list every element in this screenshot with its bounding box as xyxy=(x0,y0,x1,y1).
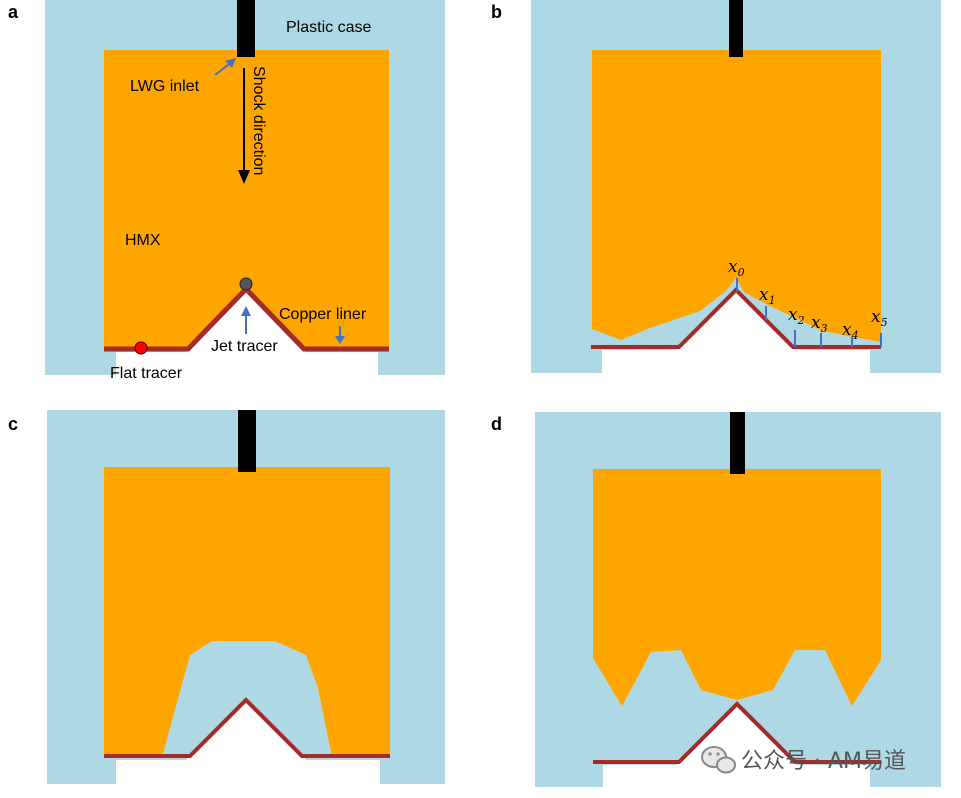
panel-a: a Plastic case LWG inlet Shock direction… xyxy=(8,0,445,382)
shock-direction-label: Shock direction xyxy=(250,66,267,175)
marker-x5-label: x5 xyxy=(871,307,888,329)
lwg-inlet xyxy=(730,412,745,474)
copper-liner xyxy=(593,701,881,764)
hmx-charge xyxy=(104,467,390,757)
lwg-inlet xyxy=(238,410,256,472)
flat-tracer-dot xyxy=(134,341,148,355)
plastic-case-label: Plastic case xyxy=(286,19,371,36)
panel-c-label: c xyxy=(8,414,18,434)
position-markers xyxy=(736,278,882,347)
lwg-inlet-arrowhead xyxy=(225,58,236,68)
lwg-inlet xyxy=(729,0,743,57)
watermark-text: 公众号 · AM易道 xyxy=(741,749,906,774)
flat-tracer-label: Flat tracer xyxy=(110,365,183,382)
marker-x2-label: x2 xyxy=(788,305,805,327)
panel-b-label: b xyxy=(491,2,502,22)
lwg-inlet-label: LWG inlet xyxy=(130,78,200,95)
panel-a-label: a xyxy=(8,2,19,22)
panel-c: c xyxy=(8,410,445,784)
hmx-charge xyxy=(593,469,881,706)
hmx-label: HMX xyxy=(125,232,161,249)
wechat-icon xyxy=(701,746,736,774)
jet-tracer-dot xyxy=(239,277,253,291)
jet-tracer-arrowhead xyxy=(241,306,251,316)
watermark: 公众号 · AM易道 xyxy=(701,746,906,774)
copper-liner xyxy=(104,697,390,758)
panel-d-label: d xyxy=(491,414,502,434)
panel-d: d 公众号 · AM易道 xyxy=(491,412,941,787)
panel-b: b x0 x1 x2 x3 x4 x5 xyxy=(491,0,941,373)
marker-x4-label: x4 xyxy=(842,320,859,342)
jet-cavity xyxy=(186,700,306,760)
copper-liner-label: Copper liner xyxy=(279,306,367,323)
jet-tracer-label: Jet tracer xyxy=(211,338,278,355)
shock-direction-arrowhead xyxy=(238,170,250,184)
lwg-inlet xyxy=(237,0,255,57)
marker-x1-label: x1 xyxy=(759,285,776,307)
marker-x0-label: x0 xyxy=(728,257,745,279)
marker-x3-label: x3 xyxy=(811,313,828,335)
copper-liner-arrowhead xyxy=(335,336,345,344)
hmx-charge xyxy=(592,50,881,342)
jet-cavity xyxy=(677,289,795,350)
